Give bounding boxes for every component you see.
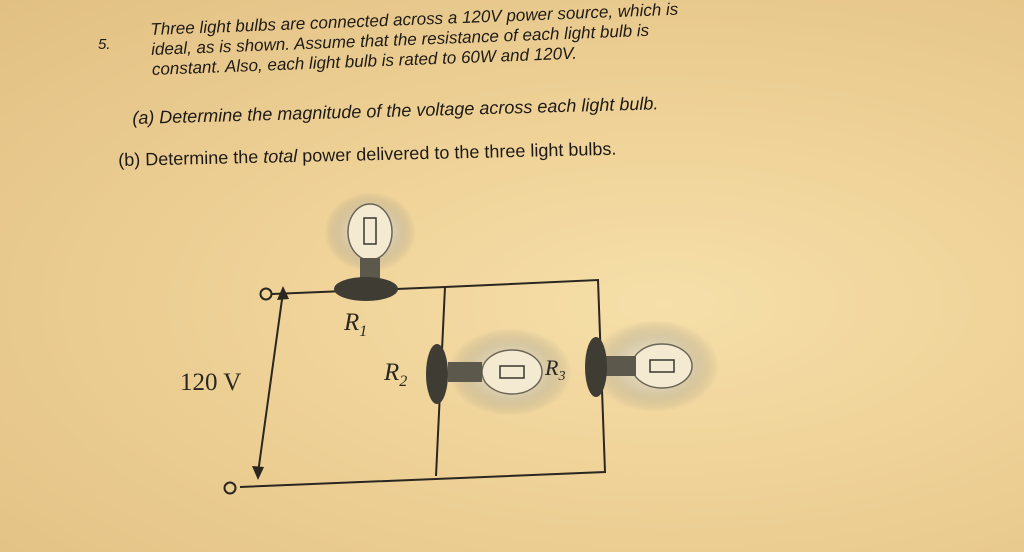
r1-label: R1 bbox=[343, 309, 367, 340]
problem-number: 5. bbox=[98, 36, 111, 53]
r2-subscript: 2 bbox=[399, 373, 407, 390]
voltage-arrow-down bbox=[252, 466, 264, 480]
r1-letter: R bbox=[343, 309, 359, 336]
r3-letter: R bbox=[544, 355, 559, 380]
voltage-arrow-up bbox=[277, 286, 289, 300]
bulb-r1-icon bbox=[324, 192, 416, 301]
source-voltage-label: 120 V bbox=[180, 369, 241, 396]
r1-subscript: 1 bbox=[359, 323, 367, 340]
bottom-terminal bbox=[223, 481, 237, 495]
r3-subscript: 3 bbox=[557, 369, 565, 384]
r3-label: R3 bbox=[544, 355, 565, 384]
bulb-r2-icon bbox=[426, 328, 572, 416]
top-terminal bbox=[259, 287, 273, 301]
r2-label: R2 bbox=[383, 359, 407, 390]
bulb-r3-icon bbox=[585, 320, 719, 412]
r2-letter: R bbox=[383, 359, 399, 386]
